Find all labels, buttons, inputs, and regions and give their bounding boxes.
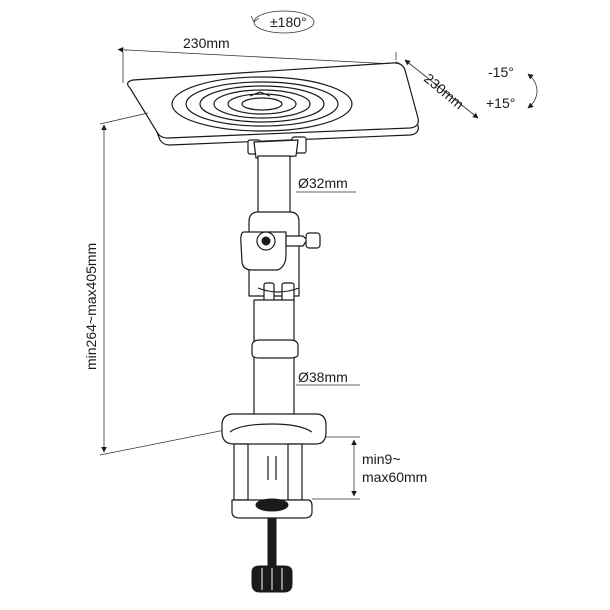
upper-pole: Ø32mm <box>257 155 356 221</box>
tilt-up-label: -15° <box>488 64 514 80</box>
tilt-indicator: -15° +15° <box>486 64 538 111</box>
height-collar <box>240 211 321 304</box>
lower-pole-label: Ø38mm <box>298 369 348 385</box>
threaded-rod <box>267 517 277 569</box>
width-dimension: 230mm <box>117 35 402 83</box>
speaker-tray <box>127 62 419 146</box>
height-label: min264~max405mm <box>83 243 99 370</box>
adjustment-knob-stem[interactable] <box>285 235 308 247</box>
height-extension-top <box>99 112 149 125</box>
depth-label: 230mm <box>421 70 467 112</box>
bracket-plate <box>253 139 299 159</box>
height-dimension: min264~max405mm <box>83 112 226 456</box>
clamp-arm-left <box>233 443 249 501</box>
tray-front-edge <box>156 124 419 146</box>
clamp-screw <box>251 517 293 593</box>
clamp-pressure-pad <box>255 498 289 512</box>
tray-grip-rings <box>171 76 353 132</box>
clamp-arm-right <box>287 443 303 501</box>
clamp-label-line2: max60mm <box>362 469 427 485</box>
depth-dimension-line <box>404 59 479 119</box>
rotation-indicator: ±180° <box>250 10 315 34</box>
cable-clip <box>251 339 299 359</box>
tray-top-surface <box>127 62 419 139</box>
clamp-dimension: min9~ max60mm <box>312 436 427 500</box>
rotation-arrow-icon <box>250 15 260 23</box>
desk-clamp <box>221 413 327 519</box>
tray-bracket <box>247 136 307 159</box>
tilt-down-label: +15° <box>486 95 515 111</box>
width-label: 230mm <box>183 35 230 51</box>
rotation-label: ±180° <box>270 14 307 30</box>
clamp-label-line1: min9~ <box>362 451 401 467</box>
upper-pole-label: Ø32mm <box>298 175 348 191</box>
lower-pole: Ø38mm <box>251 299 360 419</box>
adjustment-knob[interactable] <box>305 232 321 249</box>
width-dimension-line <box>117 47 402 67</box>
lower-pole-tube <box>253 299 295 419</box>
height-extension-bottom <box>99 429 226 456</box>
clamp-top-plate <box>221 413 327 445</box>
tilt-arc-icon <box>527 73 538 109</box>
upper-pole-tube <box>257 155 291 221</box>
